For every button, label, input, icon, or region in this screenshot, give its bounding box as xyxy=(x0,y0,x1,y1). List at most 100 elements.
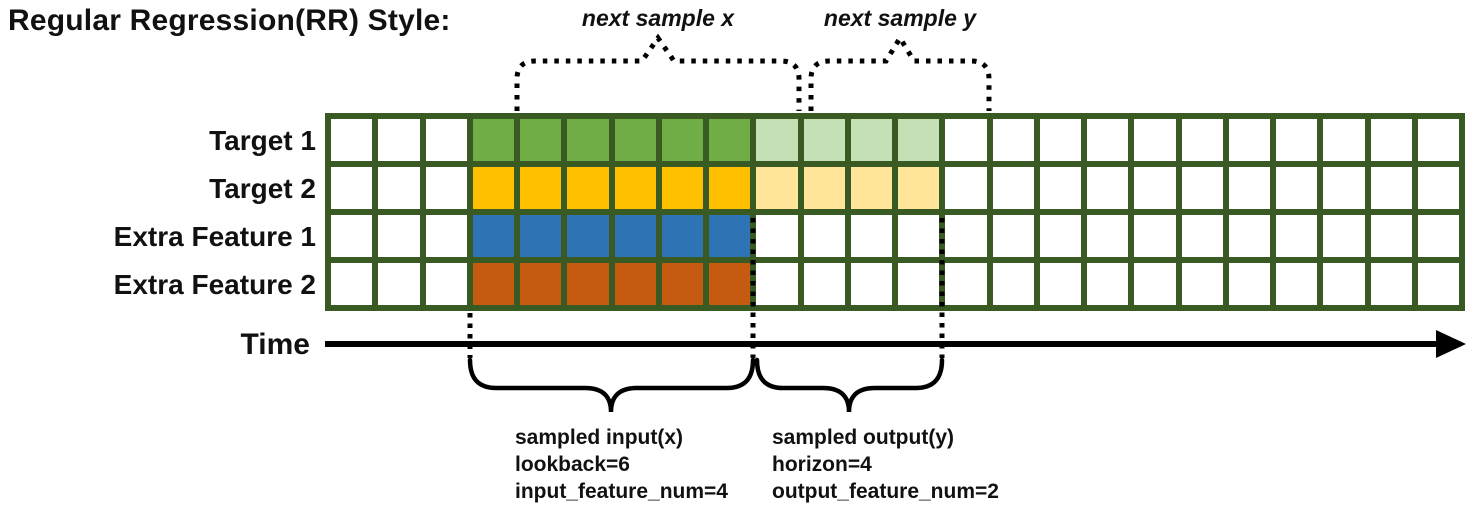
grid-cell xyxy=(709,263,751,305)
row-label-target-2: Target 2 xyxy=(209,173,316,204)
grid-cell xyxy=(1276,263,1318,305)
grid-cell xyxy=(803,119,845,161)
grid-cell xyxy=(331,215,373,257)
grid-cell xyxy=(1134,167,1176,209)
grid-cell xyxy=(1087,119,1129,161)
grid-cell xyxy=(850,215,892,257)
grid-cell xyxy=(992,119,1034,161)
grid-cell xyxy=(425,215,467,257)
grid-cell xyxy=(992,263,1034,305)
grid-cell xyxy=(1228,263,1270,305)
grid-cell xyxy=(567,263,609,305)
sampled-input-underbrace xyxy=(467,357,756,413)
grid-cell xyxy=(709,119,751,161)
grid-cell xyxy=(378,119,420,161)
sampled-input-note: sampled input(x) lookback=6 input_featur… xyxy=(515,424,728,505)
grid-cell xyxy=(378,263,420,305)
grid-cell xyxy=(472,215,514,257)
grid-cell xyxy=(945,167,987,209)
grid-cell xyxy=(567,119,609,161)
row-label-extra-feature-1: Extra Feature 1 xyxy=(113,221,316,252)
grid-cell xyxy=(1370,263,1412,305)
grid-cell xyxy=(709,215,751,257)
grid-cell xyxy=(331,119,373,161)
grid-cell xyxy=(1039,263,1081,305)
horizon-value: horizon=4 xyxy=(772,453,872,476)
grid-cell xyxy=(378,215,420,257)
row-label-extra-feature-2: Extra Feature 2 xyxy=(113,269,316,300)
grid-cell xyxy=(520,263,562,305)
grid-cell xyxy=(661,167,703,209)
grid-cell xyxy=(945,119,987,161)
grid-cell xyxy=(803,167,845,209)
grid-cell xyxy=(1370,119,1412,161)
grid-cell xyxy=(1228,215,1270,257)
grid-cell xyxy=(520,167,562,209)
next-sample-x-label: next sample x xyxy=(581,5,735,31)
grid-cell xyxy=(1323,263,1365,305)
grid-cell xyxy=(756,119,798,161)
grid-cell xyxy=(614,119,656,161)
grid-cell xyxy=(1039,119,1081,161)
grid-cell xyxy=(1228,119,1270,161)
grid-cell xyxy=(945,215,987,257)
grid-cell xyxy=(803,215,845,257)
sampled-output-title: sampled output(y) xyxy=(772,426,954,449)
grid-cell xyxy=(1181,263,1223,305)
grid-cell xyxy=(425,263,467,305)
row-label-target-1: Target 1 xyxy=(209,125,316,156)
grid-cell xyxy=(850,263,892,305)
grid-cell xyxy=(803,263,845,305)
grid-cell xyxy=(1323,167,1365,209)
grid-cell xyxy=(1417,263,1459,305)
grid-cell xyxy=(756,167,798,209)
sampled-output-underbrace xyxy=(754,357,945,413)
grid-cell xyxy=(898,215,940,257)
grid-cell xyxy=(614,215,656,257)
grid-cell xyxy=(992,167,1034,209)
grid-cell xyxy=(1323,119,1365,161)
grid-cell xyxy=(520,215,562,257)
grid-cell xyxy=(425,167,467,209)
next-sample-x-brace xyxy=(514,33,802,111)
time-axis-label: Time xyxy=(240,328,310,361)
grid-cell xyxy=(1228,167,1270,209)
grid-cell xyxy=(472,119,514,161)
grid-cell xyxy=(472,263,514,305)
grid-cell xyxy=(709,167,751,209)
grid-cell xyxy=(661,119,703,161)
grid-cell xyxy=(1087,167,1129,209)
sample-grid xyxy=(325,113,1465,311)
grid-cell xyxy=(520,119,562,161)
grid-cell xyxy=(1039,215,1081,257)
grid-cell xyxy=(1039,167,1081,209)
grid-cell xyxy=(1370,215,1412,257)
grid-cell xyxy=(425,119,467,161)
grid-cell xyxy=(1417,215,1459,257)
lookback-value: lookback=6 xyxy=(515,453,630,476)
grid-cell xyxy=(1323,215,1365,257)
time-axis-arrowhead xyxy=(1436,330,1466,358)
grid-cell xyxy=(1087,215,1129,257)
grid-cell xyxy=(992,215,1034,257)
grid-cell xyxy=(1181,215,1223,257)
next-sample-y-brace xyxy=(808,33,992,111)
grid-cell xyxy=(331,263,373,305)
next-sample-y-label: next sample y xyxy=(823,5,977,31)
grid-cell xyxy=(567,215,609,257)
grid-cell xyxy=(1417,119,1459,161)
grid-cell xyxy=(850,119,892,161)
grid-cell xyxy=(898,119,940,161)
grid-cell xyxy=(756,215,798,257)
grid-cell xyxy=(1134,215,1176,257)
input-feature-num-value: input_feature_num=4 xyxy=(515,480,728,503)
sampled-output-note: sampled output(y) horizon=4 output_featu… xyxy=(772,424,999,505)
grid-cell xyxy=(1087,263,1129,305)
output-feature-num-value: output_feature_num=2 xyxy=(772,480,999,503)
grid-cell xyxy=(378,167,420,209)
grid-cell xyxy=(331,167,373,209)
grid-cell xyxy=(661,215,703,257)
grid-cell xyxy=(1276,215,1318,257)
grid-cell xyxy=(614,263,656,305)
